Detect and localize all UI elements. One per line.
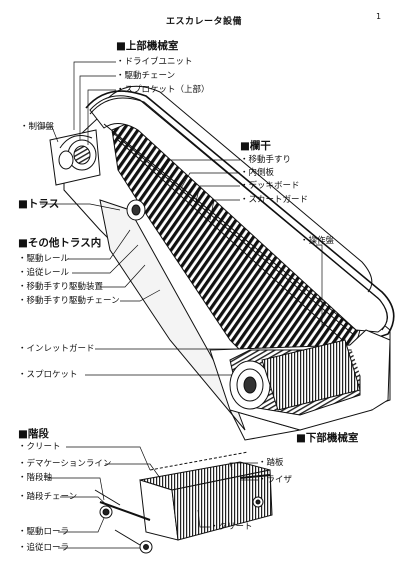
truss-heading: ■トラス bbox=[18, 198, 60, 210]
steps-item-step-chain: ・踏段チェーン bbox=[18, 492, 78, 502]
step-label-tread: ・踏板 bbox=[258, 458, 284, 468]
balustrade-item-skirt-guard: ・スカートガード bbox=[240, 195, 309, 205]
steps-item-drive-roller: ・駆動ローラ bbox=[18, 527, 70, 537]
other-truss-item-drive-rail: ・駆動レール bbox=[18, 254, 70, 264]
upper-machine-room-heading: ■上部機械室 bbox=[116, 40, 179, 52]
steps-item-follow-roller: ・追従ローラ bbox=[18, 543, 70, 553]
balustrade-heading: ■欄干 bbox=[240, 140, 271, 152]
other-truss-item-handrail-drive: ・移動手すり駆動装置 bbox=[18, 282, 104, 292]
other-truss-item-handrail-chain: ・移動手すり駆動チェーン bbox=[18, 296, 120, 306]
upper-room-item-sprocket: ・スプロケット（上部） bbox=[116, 85, 210, 95]
steps-item-cleat: ・クリート bbox=[18, 442, 61, 452]
steps-item-demarcation-line: ・デマケーションライン bbox=[18, 459, 112, 469]
upper-room-item-drive-unit: ・ドライブユニット bbox=[116, 57, 193, 67]
steps-heading: ■階段 bbox=[18, 428, 49, 440]
lower-machine-room-heading: ■下部機械室 bbox=[296, 432, 359, 444]
balustrade-item-deck-board: ・デッキボード bbox=[240, 181, 300, 191]
escalator-body bbox=[49, 85, 395, 441]
control-panel-label: ・制御盤 bbox=[20, 122, 55, 132]
page-title: エスカレータ設備 bbox=[166, 17, 243, 27]
balustrade-item-handrail: ・移動手すり bbox=[240, 155, 292, 165]
balustrade-item-inner-panel: ・内側板 bbox=[240, 168, 275, 178]
steps-item-step-axle: ・階段軸 bbox=[18, 473, 53, 483]
sprocket-label: ・スプロケット bbox=[18, 370, 78, 380]
inlet-guard-label: ・インレットガード bbox=[18, 344, 95, 354]
step-label-riser: ・ライザ bbox=[258, 475, 293, 485]
operation-panel-label: ・操作盤 bbox=[300, 236, 335, 246]
page-number: 1 bbox=[376, 12, 382, 21]
upper-room-item-drive-chain: ・駆動チェーン bbox=[116, 71, 176, 81]
step-closeup bbox=[94, 451, 273, 554]
other-truss-item-follow-rail: ・追従レール bbox=[18, 268, 70, 278]
other-truss-heading: ■その他トラス内 bbox=[18, 237, 102, 249]
leader-lines bbox=[40, 61, 323, 549]
step-label-cleat: ・クリート bbox=[210, 522, 253, 532]
